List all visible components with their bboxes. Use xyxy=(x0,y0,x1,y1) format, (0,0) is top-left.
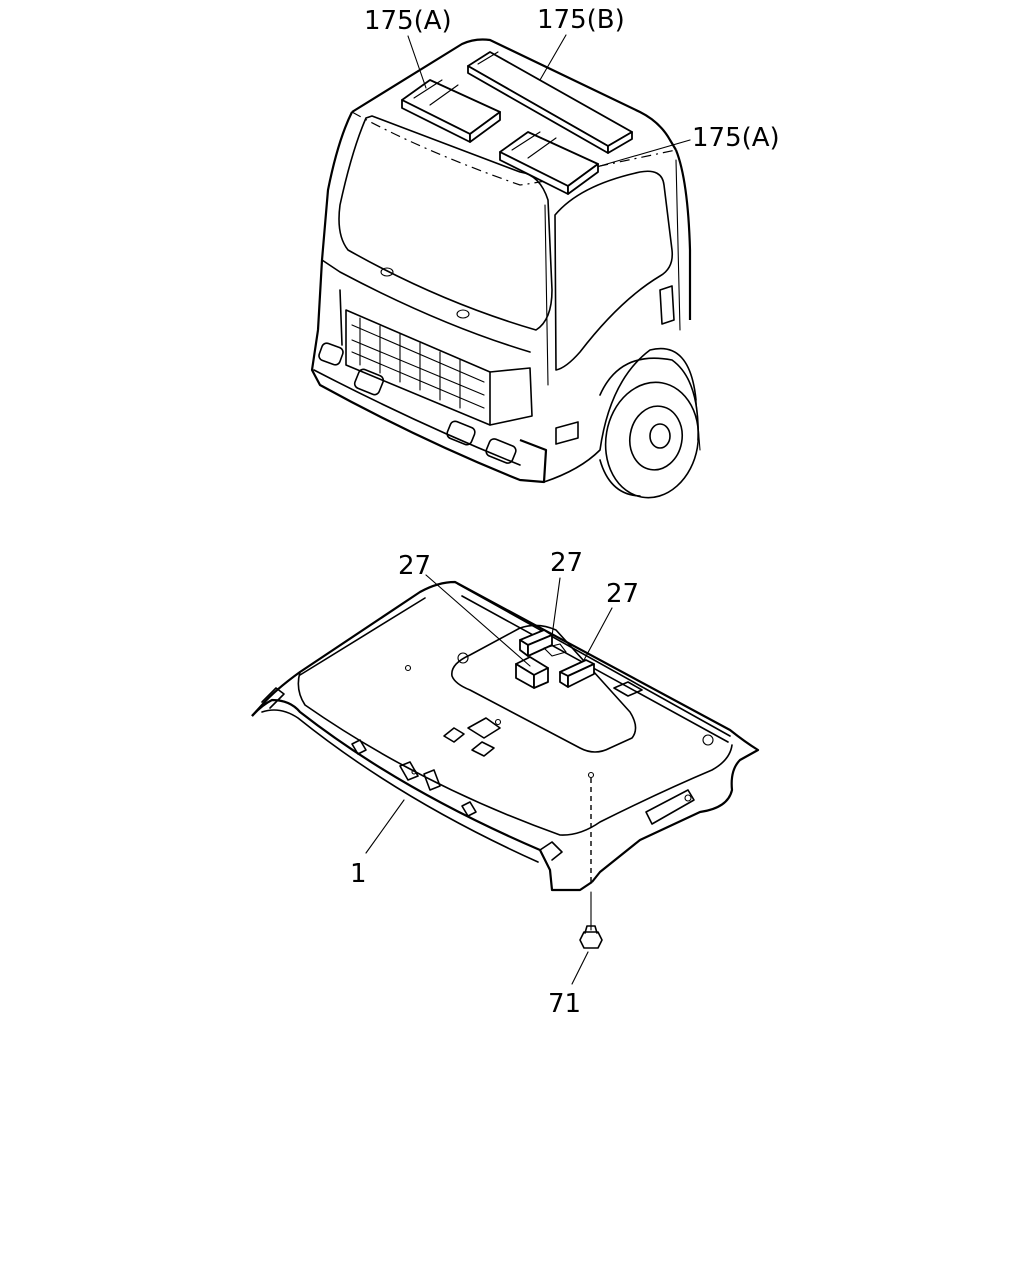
clip-fastener xyxy=(579,925,603,949)
truck-cab xyxy=(310,34,701,499)
roof-pad-175a-left xyxy=(401,79,501,143)
roof-pad-175a-right xyxy=(499,131,599,195)
headliner-panel xyxy=(251,580,760,931)
roof-pad-175b xyxy=(467,51,633,154)
foam-pad-27-left xyxy=(515,656,549,689)
callout-27-middle: 27 xyxy=(550,548,583,578)
callout-175b: 175(B) xyxy=(537,5,625,35)
callout-71: 71 xyxy=(548,989,581,1019)
foam-pad-27-right xyxy=(559,659,595,688)
callout-27-left: 27 xyxy=(398,551,431,581)
callout-1: 1 xyxy=(350,859,367,889)
callout-175a-top: 175(A) xyxy=(364,6,452,36)
foam-pad-27-middle xyxy=(519,629,553,657)
callout-27-right: 27 xyxy=(606,579,639,609)
callout-175a-right: 175(A) xyxy=(692,123,780,153)
